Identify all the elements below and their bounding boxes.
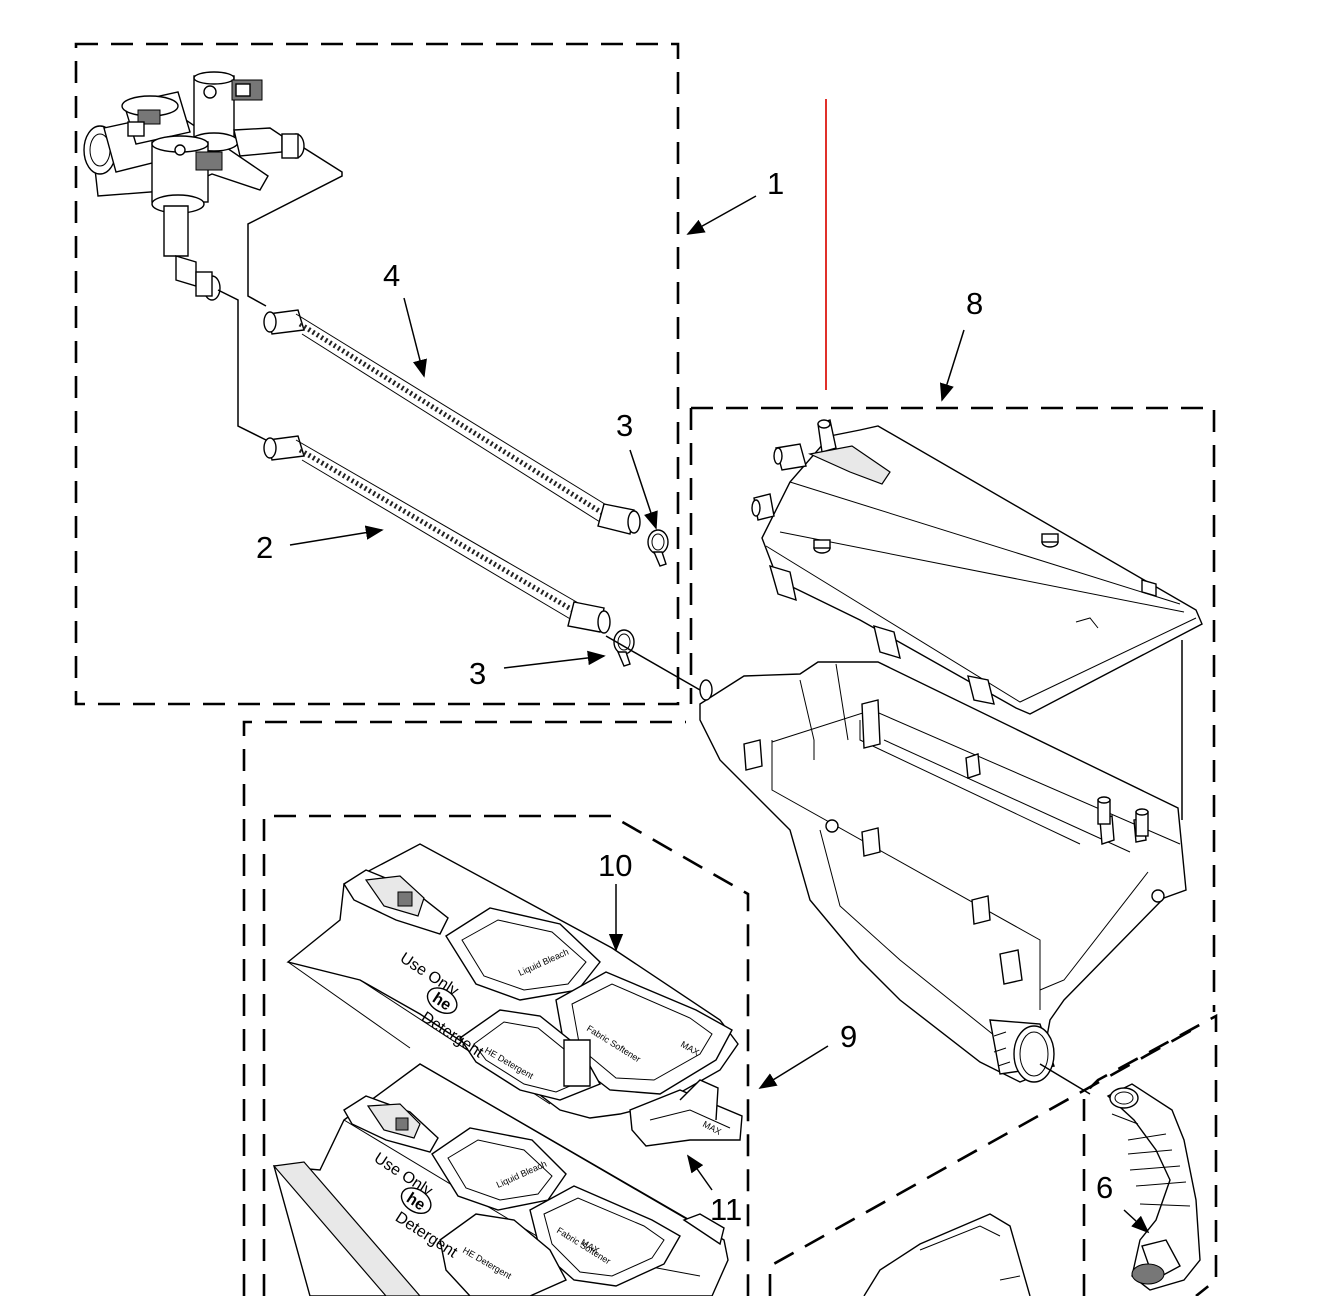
leader-3b: [503, 650, 606, 669]
dispenser-outlet: [989, 1019, 1055, 1083]
leader-6: [1123, 1209, 1150, 1234]
boundary-group-8: [691, 406, 1216, 1012]
solenoid-coil-left: [121, 91, 191, 145]
boundary-group-6: [1082, 1013, 1218, 1296]
water-valve: [83, 71, 305, 301]
callout-9: 9: [840, 1019, 857, 1054]
leader-2: [289, 525, 384, 546]
callout-11: 11: [710, 1192, 742, 1227]
hose-4: [263, 309, 641, 535]
callout-8: 8: [966, 286, 983, 321]
leader-1: [686, 195, 757, 235]
bellows-hose-6: [1106, 1083, 1201, 1291]
lower-part: [863, 1213, 1031, 1296]
boundary-group-1: [74, 42, 680, 706]
cup-bleach: [445, 907, 601, 1001]
leader-9: [758, 1045, 829, 1089]
leader-lines: [289, 195, 1150, 1234]
boundary-lower: [768, 1028, 1193, 1296]
hose-route-upper: [247, 147, 343, 307]
boundary-group-9: [262, 814, 750, 1296]
callout-2: 2: [256, 530, 273, 565]
hose-clamp-upper: [647, 529, 669, 567]
hose-clamp-lower: [613, 629, 635, 667]
hose-route-lower: [217, 289, 267, 441]
callout-4: 4: [383, 258, 400, 293]
dispenser-housing: [699, 661, 1187, 1083]
hose-2: [263, 435, 611, 634]
callout-1: 1: [767, 166, 784, 201]
callout-3-lower: 3: [469, 656, 486, 691]
dispenser-drawer-9: Liquid Bleach Fabric Softener MAX HE Det…: [272, 1063, 729, 1296]
hose-route-dispenser: [605, 635, 701, 691]
boundary-assembly: [242, 720, 686, 1296]
leader-3a: [629, 449, 658, 530]
callout-numbers: 1 2 3 3 4 6 8 9 10 11: [256, 166, 1113, 1227]
leader-4: [403, 297, 427, 378]
dispenser-inlet: [699, 679, 713, 701]
leader-8: [939, 329, 965, 402]
callout-10: 10: [598, 848, 632, 883]
dispenser-lid: [751, 419, 1203, 715]
siphon-insert-11: MAX: [629, 1079, 743, 1147]
dispenser-tray-10: Liquid Bleach Fabric Softener MAX HE Det…: [286, 843, 739, 1119]
leader-11: [686, 1154, 713, 1191]
group-boundaries: [74, 42, 1218, 1296]
callout-6: 6: [1096, 1170, 1113, 1205]
callout-3-upper: 3: [616, 408, 633, 443]
